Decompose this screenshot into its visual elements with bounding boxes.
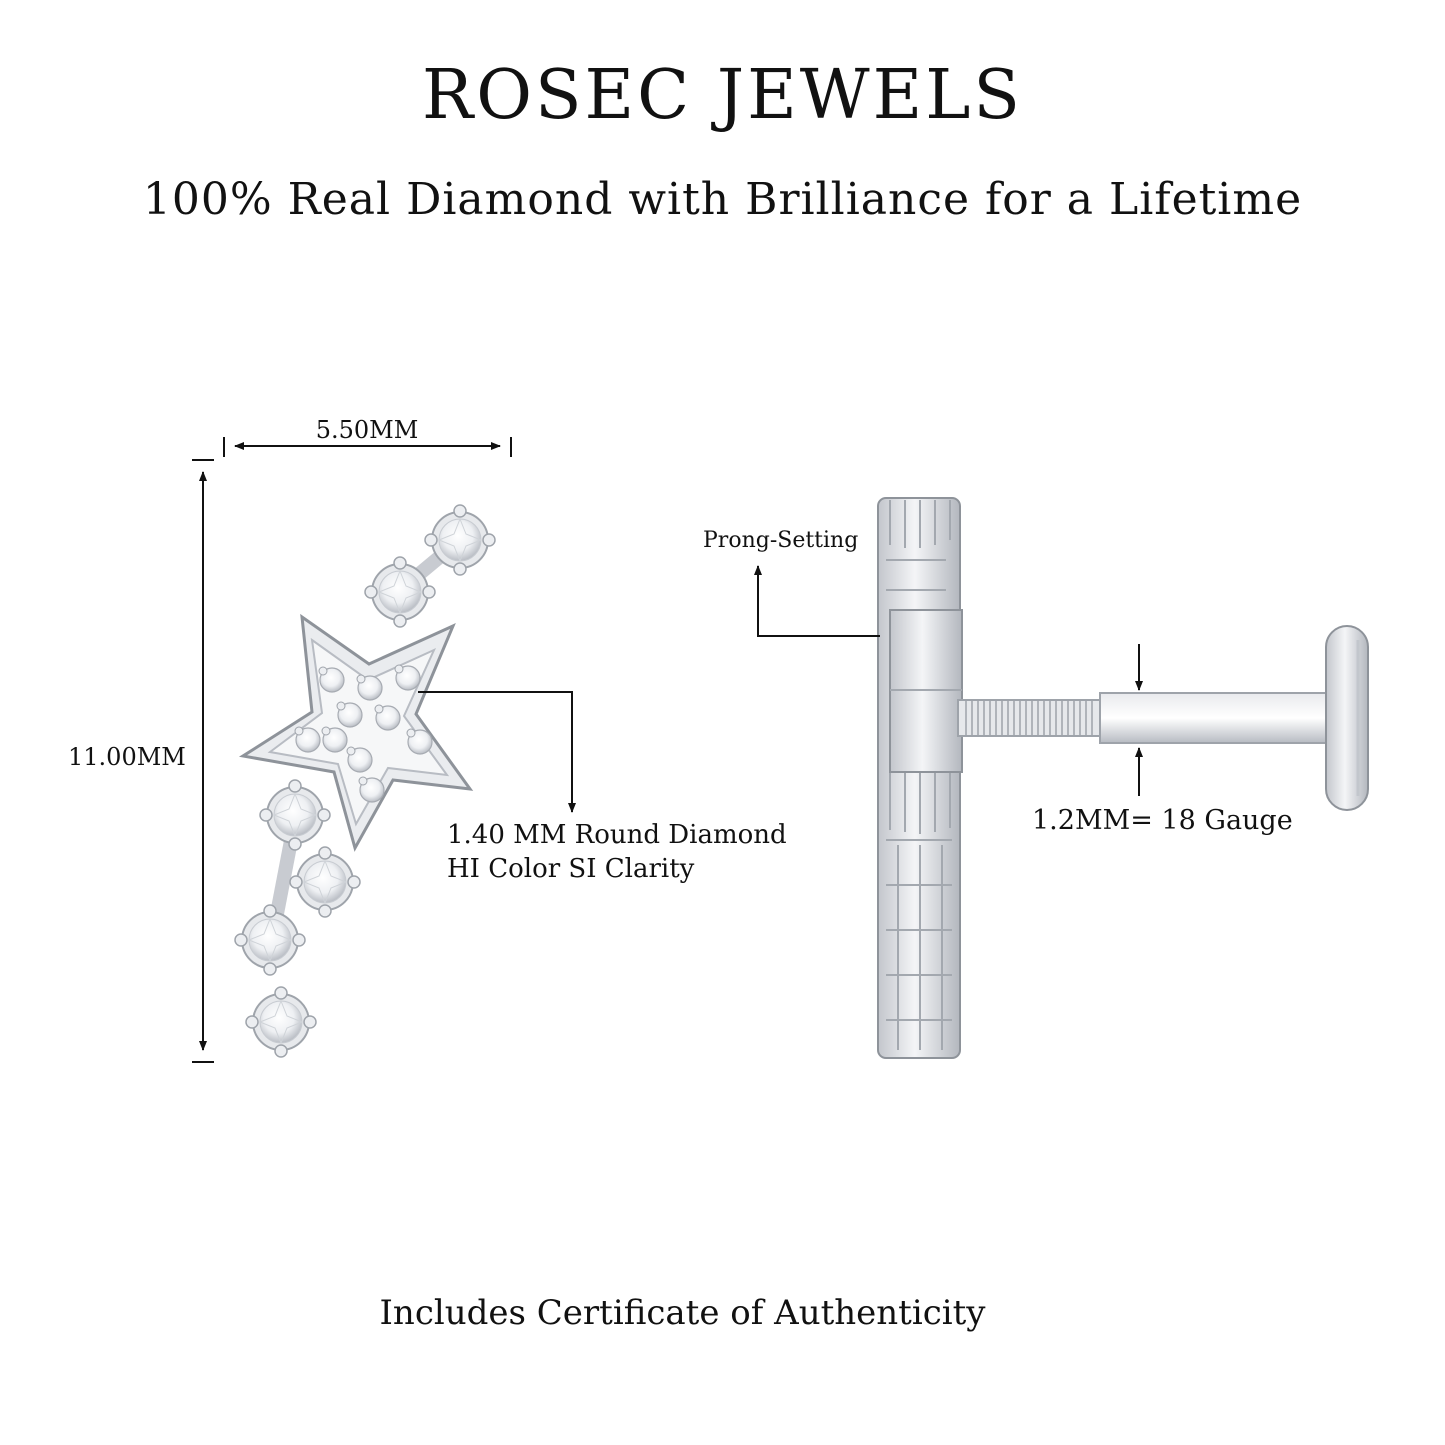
prong-callout (754, 565, 880, 637)
earring-side-view (877, 497, 1369, 1059)
diamond-spec-line2: HI Color SI Clarity (447, 854, 695, 884)
tagline: 100% Real Diamond with Brilliance for a … (142, 174, 1303, 225)
diamond-stone (234, 904, 306, 976)
brand-title: ROSEC JEWELS (422, 56, 1023, 135)
diamond-stone (289, 846, 361, 918)
diamond-spec-line1: 1.40 MM Round Diamond (447, 820, 787, 850)
diamond-stone (245, 986, 317, 1058)
diamond-callout (418, 691, 576, 813)
diamond-stone (259, 779, 331, 851)
prong-setting-label: Prong-Setting (703, 528, 859, 553)
earring-front-view (234, 504, 496, 1058)
certificate-note: Includes Certificate of Authenticity (379, 1293, 986, 1333)
width-dimension (223, 437, 512, 457)
height-label: 11.00MM (68, 743, 186, 771)
width-label: 5.50MM (315, 416, 419, 444)
height-dimension (192, 459, 214, 1063)
gauge-label: 1.2MM= 18 Gauge (1032, 805, 1293, 836)
